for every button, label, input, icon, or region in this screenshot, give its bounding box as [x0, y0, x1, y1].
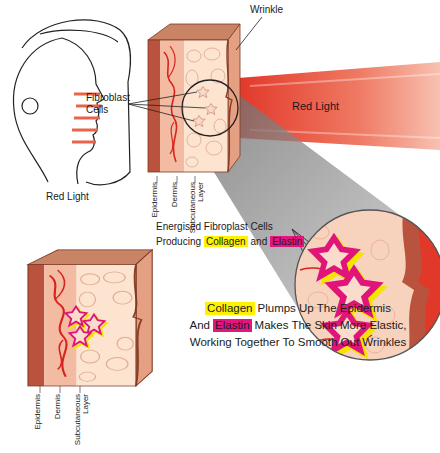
- skin-section: [28, 250, 152, 386]
- text-line: Energised Fibroplast Cells: [156, 219, 346, 234]
- part-label: Fibroblast Cells: [86, 92, 138, 115]
- text-line: Working Together To Smooth Out Wrinkles: [156, 334, 440, 351]
- collagen-elastin-cells: [66, 307, 107, 348]
- callout-text: Energised Fibroplast CellsProducingColla…: [156, 219, 346, 249]
- text-run: Plumps Up The Epidermis: [258, 302, 391, 315]
- highlighted-word: Collagen: [205, 302, 254, 315]
- beam-label: Red Light: [292, 100, 372, 113]
- text-run: Makes The Skin More Elastic,: [255, 319, 407, 332]
- magnifier-circle: [182, 80, 238, 136]
- text-line: Collagen Plumps Up The Epidermis: [156, 300, 440, 317]
- layer-ticks: [40, 176, 195, 393]
- caption-text: Collagen Plumps Up The EpidermisAndElasti…: [156, 300, 440, 351]
- text-line: ProducingCollagen andElastin: [156, 234, 346, 249]
- layer-label: Epidermis: [34, 394, 42, 448]
- text-run: Working Together To Smooth Out Wrinkles: [190, 336, 406, 349]
- text-run: Energised Fibroplast Cells: [156, 221, 273, 233]
- highlighted-word: Elastin: [270, 236, 304, 248]
- layer-label: Dermis: [54, 394, 62, 448]
- text-line: AndElastinMakes The Skin More Elastic,: [156, 317, 440, 334]
- device-label: Red Light: [46, 191, 116, 203]
- text-run: And: [190, 319, 210, 332]
- layer-label: Subcutaneous Layer: [74, 394, 91, 448]
- part-label: Wrinkle: [250, 4, 320, 16]
- text-run: and: [251, 236, 268, 248]
- highlighted-word: Elastin: [213, 319, 252, 332]
- text-run: Producing: [156, 236, 201, 248]
- highlighted-word: Collagen: [204, 236, 247, 248]
- fibroblast-cells: [193, 87, 217, 127]
